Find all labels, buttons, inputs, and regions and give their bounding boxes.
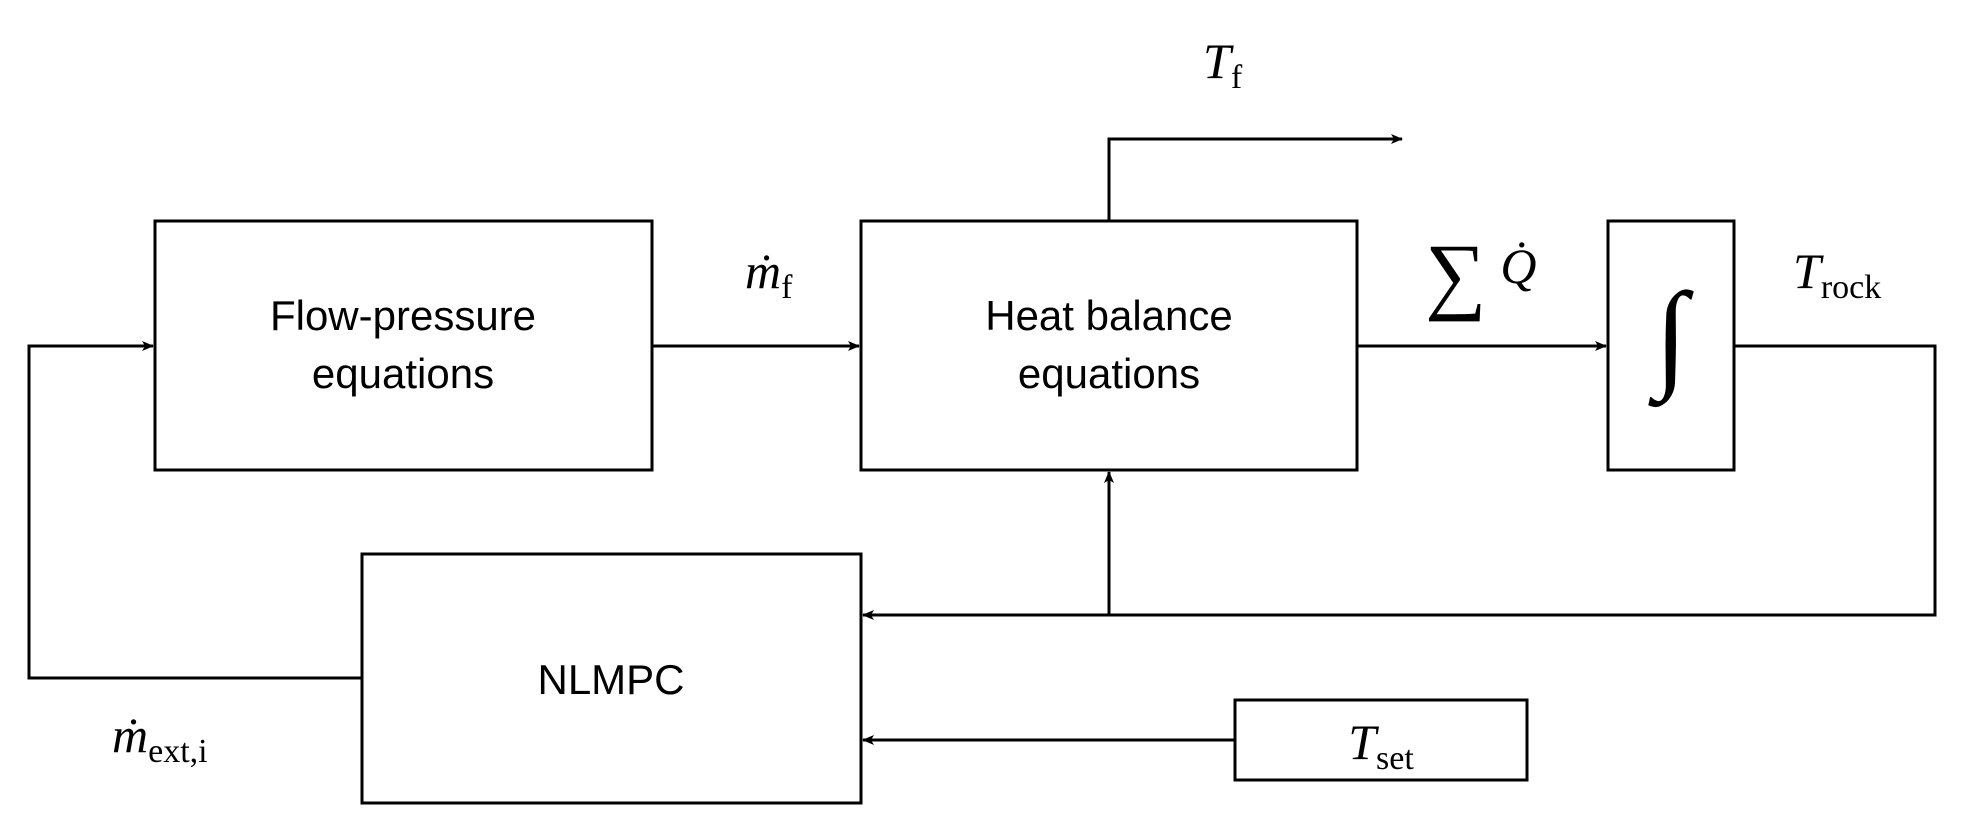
wire-tf-output	[1107, 134, 1403, 221]
integral-symbol: ∫	[1648, 268, 1695, 408]
integrator-block: ∫	[1606, 219, 1736, 472]
flow-pressure-block: Flow-pressure equations	[153, 219, 654, 472]
heat-balance-block: Heat balance equations	[859, 219, 1359, 472]
flow-pressure-label-line2: equations	[312, 350, 494, 397]
heat-balance-label-line2: equations	[1018, 350, 1200, 397]
setpoint-label: Tset	[1348, 714, 1414, 777]
signal-t-f-label: Tf	[1203, 33, 1243, 96]
wire-nlmpc-to-flow	[27, 341, 362, 680]
signal-m-ext-label: ṁext,i	[112, 707, 208, 770]
wire-trock-feedback	[862, 344, 1937, 620]
signal-sum-q-label: ∑Q̇	[1425, 226, 1536, 322]
signal-t-rock-label: Trock	[1793, 243, 1881, 306]
heat-balance-label-line1: Heat balance	[985, 292, 1233, 339]
flow-pressure-label-line1: Flow-pressure	[270, 292, 536, 339]
signal-m-f-label: ṁf	[745, 243, 793, 306]
setpoint-block: Tset	[1233, 698, 1529, 782]
nlmpc-label: NLMPC	[537, 656, 684, 703]
nlmpc-block: NLMPC	[360, 552, 863, 805]
